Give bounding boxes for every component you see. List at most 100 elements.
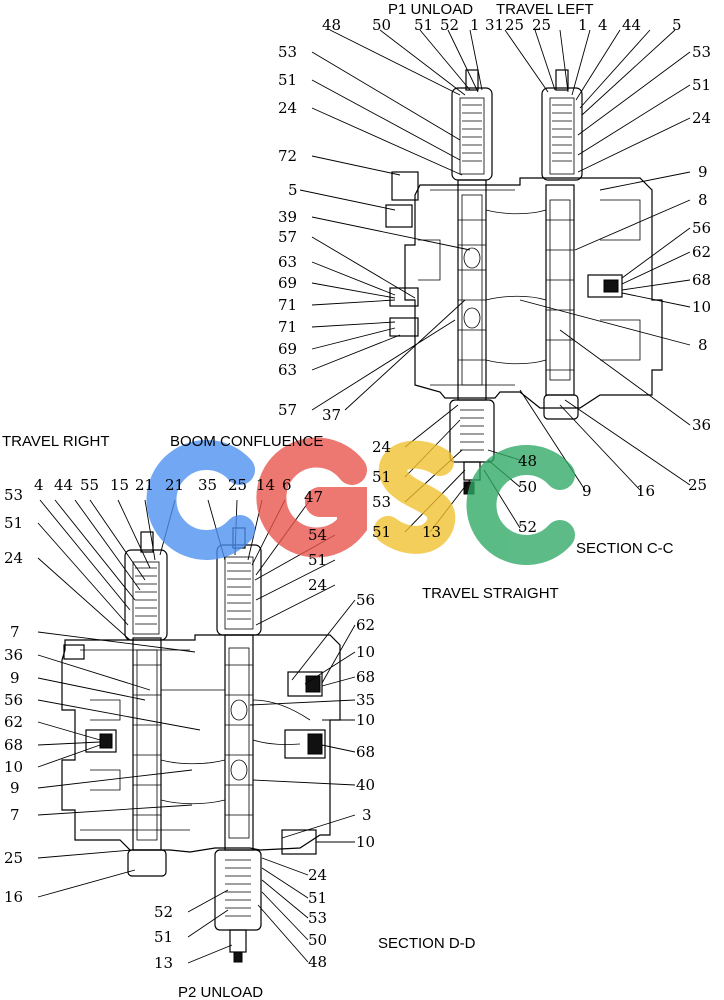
callout: 54 <box>308 526 327 544</box>
callout: 36 <box>692 416 711 434</box>
callout: 36 <box>4 646 23 664</box>
callout: 52 <box>440 16 459 34</box>
callout: 16 <box>4 888 23 906</box>
callout: 10 <box>692 298 711 316</box>
callout: 51 <box>372 468 391 486</box>
callout: 25 <box>4 849 23 867</box>
callout: 24 <box>4 549 23 567</box>
callout: 25 <box>532 16 551 34</box>
watermark-letter-g <box>256 437 367 558</box>
callout: 7 <box>10 806 20 824</box>
callout: 25 <box>505 16 524 34</box>
callout: 48 <box>322 16 341 34</box>
callout: 53 <box>692 43 711 61</box>
callout: 8 <box>698 191 708 209</box>
callout: 68 <box>692 271 711 289</box>
callout: 37 <box>322 406 341 424</box>
callout: 55 <box>80 476 99 494</box>
callout: 13 <box>154 954 173 972</box>
callout: 68 <box>356 743 375 761</box>
callout: 16 <box>636 482 655 500</box>
callout: 25 <box>688 476 707 494</box>
callout: 24 <box>278 99 297 117</box>
section-cc-title: SECTION C-C <box>576 540 674 557</box>
callout: 51 <box>308 551 327 569</box>
watermark-letter-c2 <box>466 445 575 565</box>
callout: 24 <box>308 866 327 884</box>
callout: 10 <box>356 643 375 661</box>
callout: 51 <box>414 16 433 34</box>
callout: 51 <box>4 514 23 532</box>
callout: 57 <box>278 228 297 246</box>
callout: 10 <box>356 833 375 851</box>
callout: 51 <box>154 928 173 946</box>
callout: 1 <box>470 16 480 34</box>
callout: 50 <box>308 931 327 949</box>
callout: 25 <box>228 476 247 494</box>
callout: 9 <box>10 779 20 797</box>
callout: 69 <box>278 340 297 358</box>
callout: 31 <box>485 16 504 34</box>
callout: 24 <box>692 109 711 127</box>
watermark-letter-c1 <box>146 440 255 560</box>
callout: 62 <box>356 616 375 634</box>
callout: 4 <box>598 16 608 34</box>
section-cc-drawing <box>385 69 663 495</box>
callout: 9 <box>698 163 708 181</box>
port-label-travel-straight: TRAVEL STRAIGHT <box>422 585 559 602</box>
callout: 6 <box>282 476 292 494</box>
callout: 56 <box>692 219 711 237</box>
watermark-letter-s <box>374 440 456 554</box>
callout: 72 <box>278 147 297 165</box>
callout: 63 <box>278 361 297 379</box>
callout: 71 <box>278 296 297 314</box>
callout: 62 <box>4 713 23 731</box>
callout: 3 <box>362 806 372 824</box>
callout: 21 <box>165 476 184 494</box>
callout: 7 <box>10 623 20 641</box>
callout: 53 <box>372 493 391 511</box>
callout: 1 <box>578 16 588 34</box>
callout: 52 <box>154 903 173 921</box>
callout: 9 <box>10 669 20 687</box>
section-dd-title: SECTION D-D <box>378 935 476 952</box>
cgsc-watermark <box>146 437 575 565</box>
port-label-travel-left: TRAVEL LEFT <box>496 1 594 18</box>
callout: 51 <box>278 71 297 89</box>
callout: 71 <box>278 318 297 336</box>
callout: 50 <box>372 16 391 34</box>
port-label-travel-right: TRAVEL RIGHT <box>2 433 110 450</box>
callout: 48 <box>308 953 327 971</box>
callout: 9 <box>582 482 592 500</box>
callout: 24 <box>308 576 327 594</box>
section-cc-text: P1 UNLOAD TRAVEL LEFT 48 50 51 52 1 31 2… <box>278 1 711 557</box>
callout: 24 <box>372 438 391 456</box>
callout: 39 <box>278 208 297 226</box>
port-label-boom-confluence: BOOM CONFLUENCE <box>170 433 323 450</box>
callout: 56 <box>356 591 375 609</box>
callout: 68 <box>356 668 375 686</box>
callout: 15 <box>110 476 129 494</box>
port-label-p2-unload: P2 UNLOAD <box>178 984 263 1000</box>
callout: 50 <box>518 478 537 496</box>
callout: 5 <box>288 181 298 199</box>
callout: 53 <box>308 909 327 927</box>
callout: 57 <box>278 401 297 419</box>
callout: 40 <box>356 776 375 794</box>
callout: 5 <box>672 16 682 34</box>
callout: 8 <box>698 336 708 354</box>
callout: 4 <box>34 476 44 494</box>
callout: 51 <box>692 76 711 94</box>
callout: 69 <box>278 274 297 292</box>
callout: 62 <box>692 243 711 261</box>
callout: 68 <box>4 736 23 754</box>
callout: 51 <box>308 889 327 907</box>
callout: 10 <box>4 758 23 776</box>
callout: 35 <box>356 691 375 709</box>
callout: 47 <box>304 488 323 506</box>
callout: 13 <box>422 523 441 541</box>
callout: 52 <box>518 518 537 536</box>
callout: 53 <box>278 43 297 61</box>
callout: 51 <box>372 523 391 541</box>
